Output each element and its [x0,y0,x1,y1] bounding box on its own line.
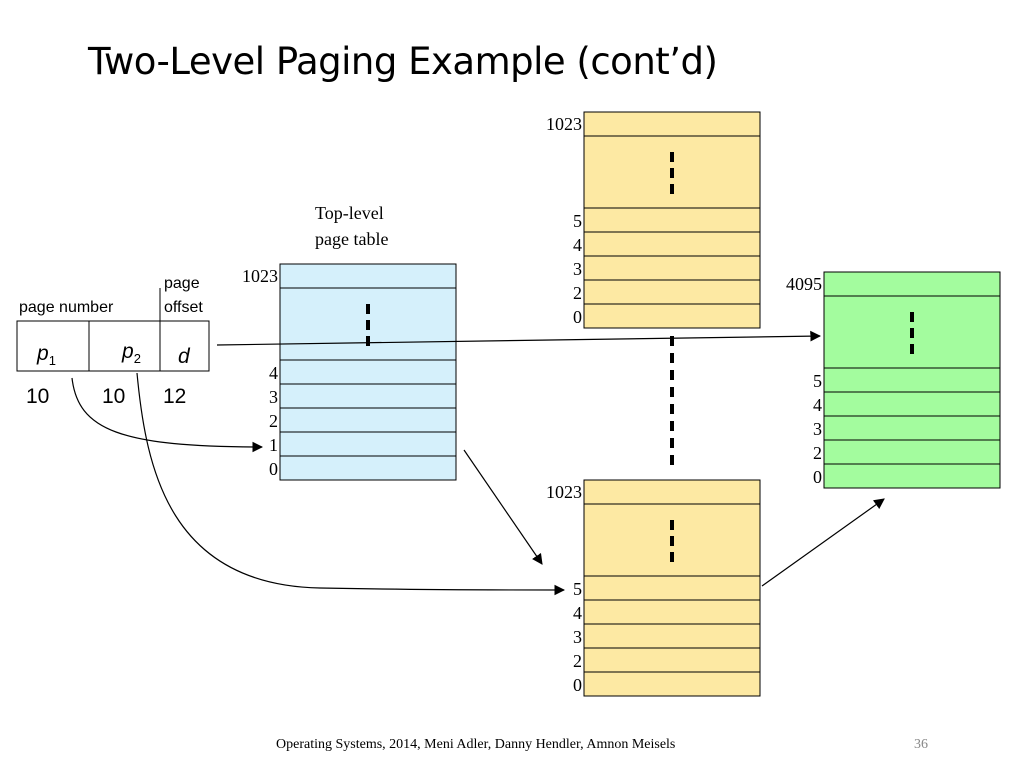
p1-bits: 10 [26,385,49,408]
frame-index-2: 2 [813,443,822,463]
top-table-index-3: 3 [269,387,278,407]
upper-table-index-2: 2 [573,283,582,303]
lower-table-index-0: 0 [573,675,582,695]
offset-field: d [178,345,191,368]
slide-number: 36 [914,737,928,752]
top-table-to-second-table-arrow [463,449,543,565]
top-table-index-1: 1 [269,435,278,455]
frame-index-0: 0 [813,467,822,487]
top-table-index-0: 0 [269,459,278,479]
logical-address: page number page offset p1 p2 d 10 10 12 [16,275,210,408]
page-offset-label-line2: offset [164,299,203,316]
frame-index-5: 5 [813,371,822,391]
p1-to-top-table-arrow [71,377,264,453]
p2-bits: 10 [102,385,125,408]
top-table-caption-line2: page table [315,229,388,249]
lower-table-body [583,479,761,697]
lower-table-index-4: 4 [573,603,582,623]
offset-to-frame-arrow [216,330,822,346]
top-table-index-4: 4 [269,363,278,383]
frame-index-3: 3 [813,419,822,439]
physical-frame: 4095 5 4 3 2 0 [786,271,1001,489]
p1-field: p1 [36,342,56,368]
second-level-table-upper: 1023 5 4 3 2 0 [546,111,761,329]
page-number-label: page number [19,299,114,316]
upper-table-index-5: 5 [573,211,582,231]
top-level-page-table: Top-level page table 1023 4 3 2 1 0 [242,203,457,481]
second-table-to-frame-arrow [761,498,885,587]
top-table-index-2: 2 [269,411,278,431]
upper-table-body [583,111,761,329]
second-level-table-lower: 1023 5 4 3 2 0 [546,479,761,697]
frame-index-4095: 4095 [786,274,822,294]
lower-table-index-2: 2 [573,651,582,671]
lower-table-index-5: 5 [573,579,582,599]
address-box [16,320,210,372]
upper-table-index-0: 0 [573,307,582,327]
top-table-index-1023: 1023 [242,266,278,286]
p2-to-second-table-arrow [136,372,566,596]
lower-table-index-1023: 1023 [546,482,582,502]
top-table-body [279,263,457,481]
upper-table-index-4: 4 [573,235,582,255]
arrows [71,330,885,596]
upper-table-index-1023: 1023 [546,114,582,134]
top-table-caption-line1: Top-level [315,203,384,223]
offset-bits: 12 [163,385,186,408]
page-offset-label-line1: page [164,275,200,292]
p2-field: p2 [121,340,141,366]
frame-body [823,271,1001,489]
slide-title: Two-Level Paging Example (cont’d) [88,40,718,83]
upper-table-index-3: 3 [573,259,582,279]
footer-credit: Operating Systems, 2014, Meni Adler, Dan… [276,737,676,752]
lower-table-index-3: 3 [573,627,582,647]
frame-index-4: 4 [813,395,822,415]
